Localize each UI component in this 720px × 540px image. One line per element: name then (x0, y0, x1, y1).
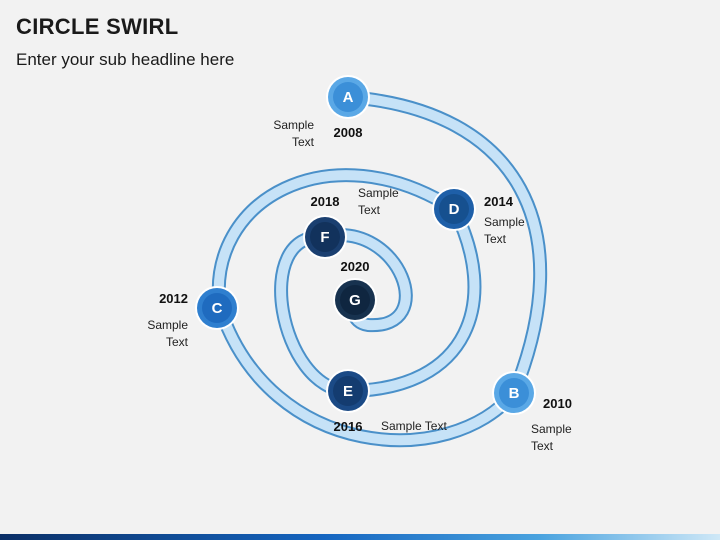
milestone-f-year: 2018 (311, 194, 340, 209)
milestone-e: E 2016 Sample Text (326, 369, 447, 434)
milestone-e-text: Sample Text (381, 419, 447, 433)
milestone-f-core (310, 222, 340, 252)
milestone-b-core (499, 378, 529, 408)
milestone-c-year: 2012 (159, 291, 188, 306)
milestone-a-year: 2008 (334, 125, 363, 140)
milestone-b-letter: B (509, 385, 520, 402)
milestone-c-text-line1: Sample (147, 318, 188, 332)
footer-accent-bar (0, 534, 720, 540)
swirl-track (211, 90, 548, 448)
milestone-g-year: 2020 (341, 259, 370, 274)
milestone-e-year: 2016 (334, 419, 363, 434)
milestone-f: F 2018 Sample Text (303, 186, 399, 259)
milestone-d: D 2014 Sample Text (432, 187, 525, 246)
milestone-b-text-line2: Text (531, 439, 554, 453)
slide-subtitle: Enter your sub headline here (16, 50, 235, 69)
milestone-d-text-line2: Text (484, 232, 507, 246)
milestone-d-core (439, 194, 469, 224)
milestone-c-letter: C (212, 300, 223, 317)
milestone-e-core (333, 376, 363, 406)
milestone-f-text-line1: Sample (358, 186, 399, 200)
milestone-a: A 2008 Sample Text (273, 75, 370, 149)
milestone-f-text-line2: Text (358, 203, 381, 217)
milestone-g: G 2020 (333, 259, 377, 322)
milestone-c: C 2012 Sample Text (147, 286, 239, 349)
milestone-g-core (340, 285, 370, 315)
milestone-b: B 2010 Sample Text (492, 371, 572, 453)
milestone-c-text-line2: Text (166, 335, 189, 349)
milestone-a-text-line2: Text (292, 135, 315, 149)
swirl-track-fill (213, 92, 546, 446)
milestone-a-core (333, 82, 363, 112)
milestone-b-text-line1: Sample (531, 422, 572, 436)
milestone-d-text-line1: Sample (484, 215, 525, 229)
milestone-f-letter: F (320, 229, 329, 246)
milestone-a-letter: A (343, 89, 354, 106)
milestone-b-year: 2010 (543, 396, 572, 411)
milestone-d-letter: D (449, 201, 460, 218)
milestone-a-text-line1: Sample (273, 118, 314, 132)
milestone-d-year: 2014 (484, 194, 514, 209)
slide-title: CIRCLE SWIRL (16, 14, 179, 39)
milestone-g-letter: G (349, 292, 361, 309)
milestone-e-letter: E (343, 383, 353, 400)
milestone-c-core (202, 293, 232, 323)
